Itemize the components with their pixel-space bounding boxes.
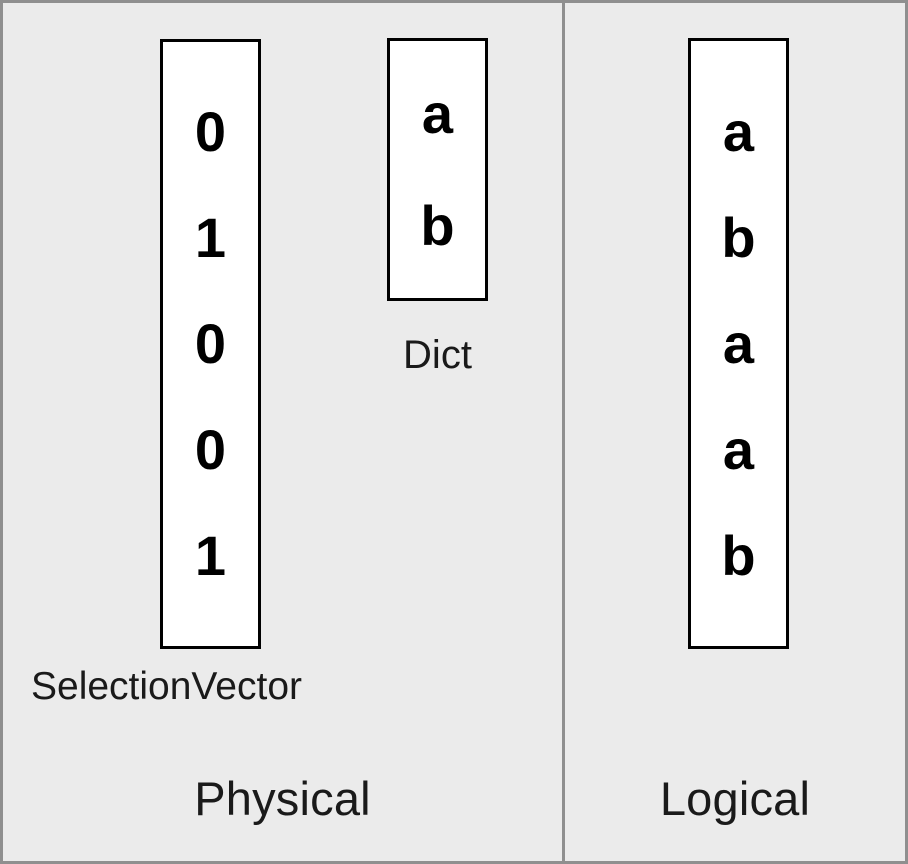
panel-label-logical: Logical	[659, 772, 811, 825]
logical-values-box: a b a a b	[688, 38, 789, 649]
logical-cell: a	[722, 417, 755, 481]
logical-cell: a	[722, 99, 755, 163]
selection-vector-box: 0 1 0 0 1	[160, 39, 261, 649]
dict-label: Dict	[403, 333, 472, 377]
logical-cell: b	[721, 205, 756, 269]
selection-vector-cell: 0	[194, 418, 227, 481]
selection-vector-cell: 0	[194, 100, 227, 163]
panel-label-physical: Physical	[194, 772, 371, 825]
selection-vector-cell: 1	[194, 524, 227, 587]
logical-cell: a	[722, 311, 755, 375]
selection-vector-label: SelectionVector	[31, 665, 303, 708]
panel-divider	[562, 3, 565, 861]
dict-box: a b	[387, 38, 488, 301]
dict-cell: a	[421, 81, 454, 145]
selection-vector-cell: 1	[194, 206, 227, 269]
logical-cell: b	[721, 523, 756, 587]
dict-cell: b	[420, 193, 455, 257]
selection-vector-cell: 0	[194, 312, 227, 375]
